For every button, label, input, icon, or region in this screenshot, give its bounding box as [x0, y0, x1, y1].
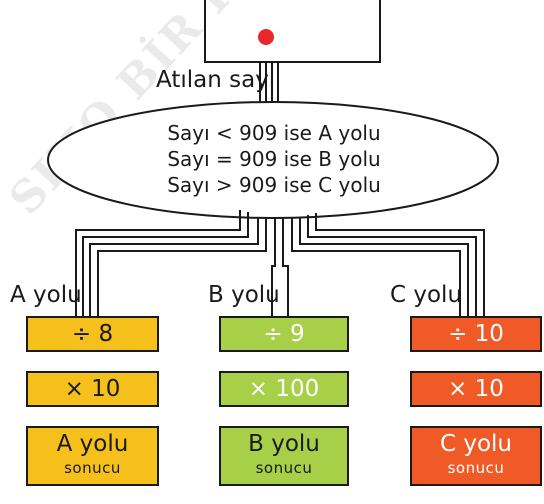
condition-a: Sayı < 909 ise A yolu: [167, 121, 381, 145]
start-ball: [258, 29, 274, 45]
path-b-result-title: B yolu: [248, 431, 320, 457]
path-c-result-sub: sonucu: [447, 459, 505, 477]
path-c-result-box: C yolu sonucu: [410, 426, 542, 486]
path-a-op2: × 10: [64, 376, 121, 402]
path-a-op1: ÷ 8: [71, 321, 114, 347]
path-b-op2-box: × 100: [219, 371, 349, 407]
path-a-op2-box: × 10: [26, 371, 159, 407]
path-c-label: C yolu: [390, 282, 463, 308]
path-c-tube: [291, 213, 485, 318]
condition-b: Sayı = 909 ise B yolu: [167, 147, 381, 171]
path-c-op1: ÷ 10: [448, 321, 504, 347]
start-container: [204, 0, 381, 63]
path-c-op2-box: × 10: [410, 371, 542, 407]
start-label: Atılan sayı: [156, 67, 276, 93]
path-b-op1: ÷ 9: [263, 321, 305, 347]
path-c-op1-box: ÷ 10: [410, 316, 542, 352]
path-a-label: A yolu: [10, 282, 82, 308]
path-b-label: B yolu: [208, 282, 280, 308]
path-a-op1-box: ÷ 8: [26, 316, 159, 352]
path-b-op1-box: ÷ 9: [219, 316, 349, 352]
decision-ellipse: [47, 101, 499, 219]
path-b-result-sub: sonucu: [255, 459, 313, 477]
path-b-tube: [271, 218, 289, 318]
path-a-result-box: A yolu sonucu: [26, 426, 159, 486]
start-chute: [259, 62, 279, 105]
path-b-result-box: B yolu sonucu: [219, 426, 349, 486]
path-a-tube: [75, 210, 267, 318]
path-c-result-title: C yolu: [439, 431, 513, 457]
path-b-op2: × 100: [248, 376, 320, 402]
path-c-op2: × 10: [448, 376, 504, 402]
condition-c: Sayı > 909 ise C yolu: [167, 173, 381, 197]
path-a-result-sub: sonucu: [64, 459, 121, 477]
path-a-result-title: A yolu: [56, 431, 129, 457]
